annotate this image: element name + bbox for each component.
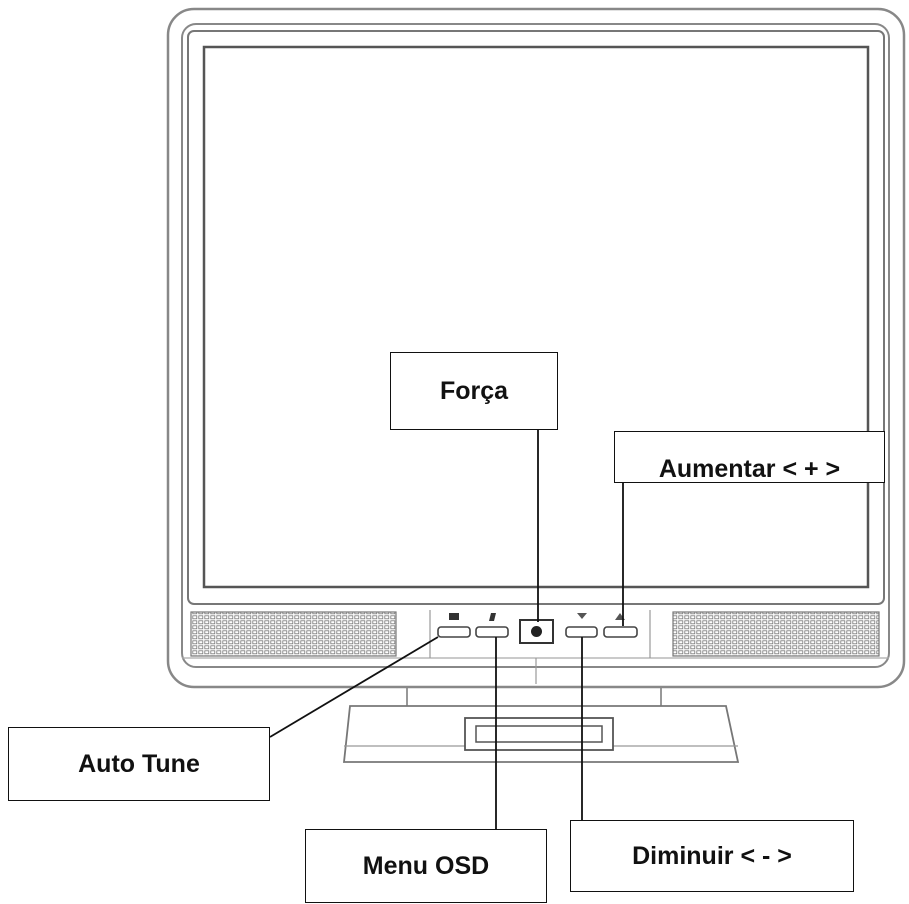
decrease-callout: Diminuir < - > xyxy=(570,820,854,892)
power-label: Força xyxy=(439,376,509,405)
stand-base xyxy=(342,677,740,763)
bottom-bezel xyxy=(182,610,889,684)
auto-tune-button[interactable] xyxy=(437,613,471,638)
power-icon xyxy=(531,626,542,637)
auto-tune-leader-line xyxy=(269,636,439,738)
menu-osd-button[interactable] xyxy=(475,613,509,638)
leader-lines xyxy=(269,430,624,829)
auto-tune-callout: Auto Tune xyxy=(8,727,270,801)
increase-label: Aumentar < + > xyxy=(658,455,841,482)
right-speaker-grille xyxy=(672,611,880,657)
left-speaker-grille xyxy=(190,611,397,657)
menu-icon xyxy=(489,613,496,621)
decrease-button[interactable] xyxy=(565,613,598,638)
triangle-down-icon xyxy=(577,613,587,619)
increase-callout: Aumentar < + > xyxy=(614,431,885,483)
menu-osd-callout: Menu OSD xyxy=(305,829,547,903)
monitor-screen xyxy=(202,45,870,589)
power-callout: Força xyxy=(390,352,558,430)
menu-osd-label: Menu OSD xyxy=(362,851,490,880)
power-button[interactable] xyxy=(519,619,554,644)
decrease-label: Diminuir < - > xyxy=(632,841,792,870)
auto-tune-icon xyxy=(449,613,459,620)
auto-tune-label: Auto Tune xyxy=(78,749,200,778)
